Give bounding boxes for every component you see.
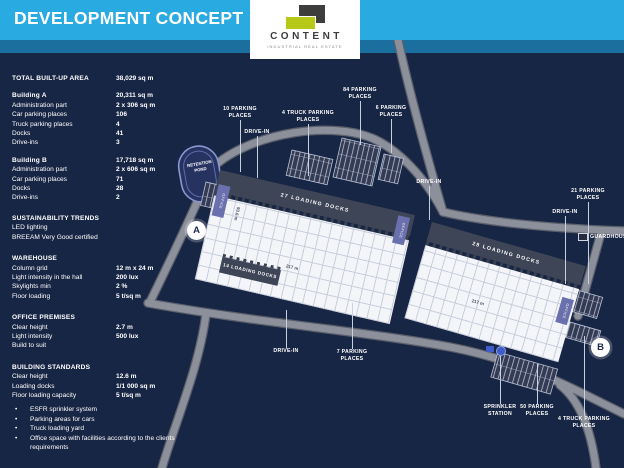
leader-line — [428, 185, 430, 220]
truck-parking-lot-north — [285, 149, 334, 186]
callout-drive-in-b-north: DRIVE-IN — [409, 179, 449, 220]
callout-drive-in-a-north: DRIVE-IN — [237, 129, 277, 178]
callout-10-parking: 10 PARKING PLACES — [217, 106, 263, 172]
leader-line — [307, 123, 309, 176]
list-item: Truck loading yard — [12, 424, 212, 433]
leader-line — [583, 336, 585, 416]
spec-row: BUILDING STANDARDS — [12, 363, 91, 371]
leader-line — [536, 364, 538, 404]
callout-50-parking: 50 PARKING PLACES — [514, 364, 560, 418]
section-sustainability: SUSTAINABILITY TRENDS LED lighting BREEA… — [12, 214, 212, 242]
spec-row: BREEAM Very Good certified — [12, 233, 98, 241]
leader-line — [359, 100, 361, 145]
callout-drive-in-a-south: DRIVE-IN — [266, 310, 306, 355]
callout-4-truck-north: 4 TRUCK PARKING PLACES — [281, 110, 335, 176]
leader-line — [499, 356, 501, 404]
logo-name: CONTENT — [270, 31, 343, 42]
callout-drive-in-b-east: DRIVE-IN — [545, 209, 585, 284]
sprinkler-tank-icon — [486, 346, 494, 352]
leader-line — [587, 201, 589, 284]
leader-line — [564, 215, 566, 284]
callout-21-parking: 21 PARKING PLACES — [565, 188, 611, 284]
spec-row: LED lighting — [12, 224, 48, 232]
guardhouse: GUARDHOUSE — [578, 233, 624, 241]
page-title: DEVELOPMENT CONCEPT — [14, 8, 244, 28]
logo-lime-block — [285, 16, 316, 30]
spec-row: Build to suit — [12, 342, 47, 350]
leader-line — [239, 119, 241, 172]
leader-line — [285, 310, 287, 348]
list-item: Parking areas for cars — [12, 415, 212, 424]
callout-84-parking: 84 PARKING PLACES — [337, 87, 383, 145]
callout-6-parking: 6 PARKING PLACES — [369, 105, 413, 153]
features-list: ESFR sprinkler system Parking areas for … — [12, 405, 212, 452]
parking-lot-50 — [490, 351, 559, 395]
guardhouse-label: GUARDHOUSE — [590, 234, 624, 240]
sprinkler-station-icon — [496, 346, 506, 356]
guardhouse-icon — [578, 233, 588, 241]
list-item: ESFR sprinkler system — [12, 405, 212, 414]
callout-sprinkler-station: SPRINKLER STATION — [477, 356, 523, 418]
callout-7-parking: 7 PARKING PLACES — [329, 303, 375, 363]
company-logo: CONTENT INDUSTRIAL REAL ESTATE — [250, 0, 360, 59]
building-a-marker: A — [187, 221, 206, 240]
leader-line — [390, 118, 392, 153]
leader-line — [351, 303, 353, 349]
parking-lot-84 — [332, 137, 382, 187]
logo-tagline: INDUSTRIAL REAL ESTATE — [267, 44, 343, 49]
callout-4-truck-south: 4 TRUCK PARKING PLACES — [557, 336, 611, 430]
building-b-marker: B — [591, 338, 610, 357]
logo-mark-icon — [282, 5, 328, 30]
parking-lot-6 — [377, 153, 404, 185]
leader-line — [256, 135, 258, 178]
spec-row: OFFICE PREMISES — [12, 314, 76, 322]
spec-row: WAREHOUSE — [12, 255, 58, 263]
spec-row: SUSTAINABILITY TRENDS — [12, 214, 100, 222]
list-item: Office space with facilities according t… — [12, 434, 212, 453]
